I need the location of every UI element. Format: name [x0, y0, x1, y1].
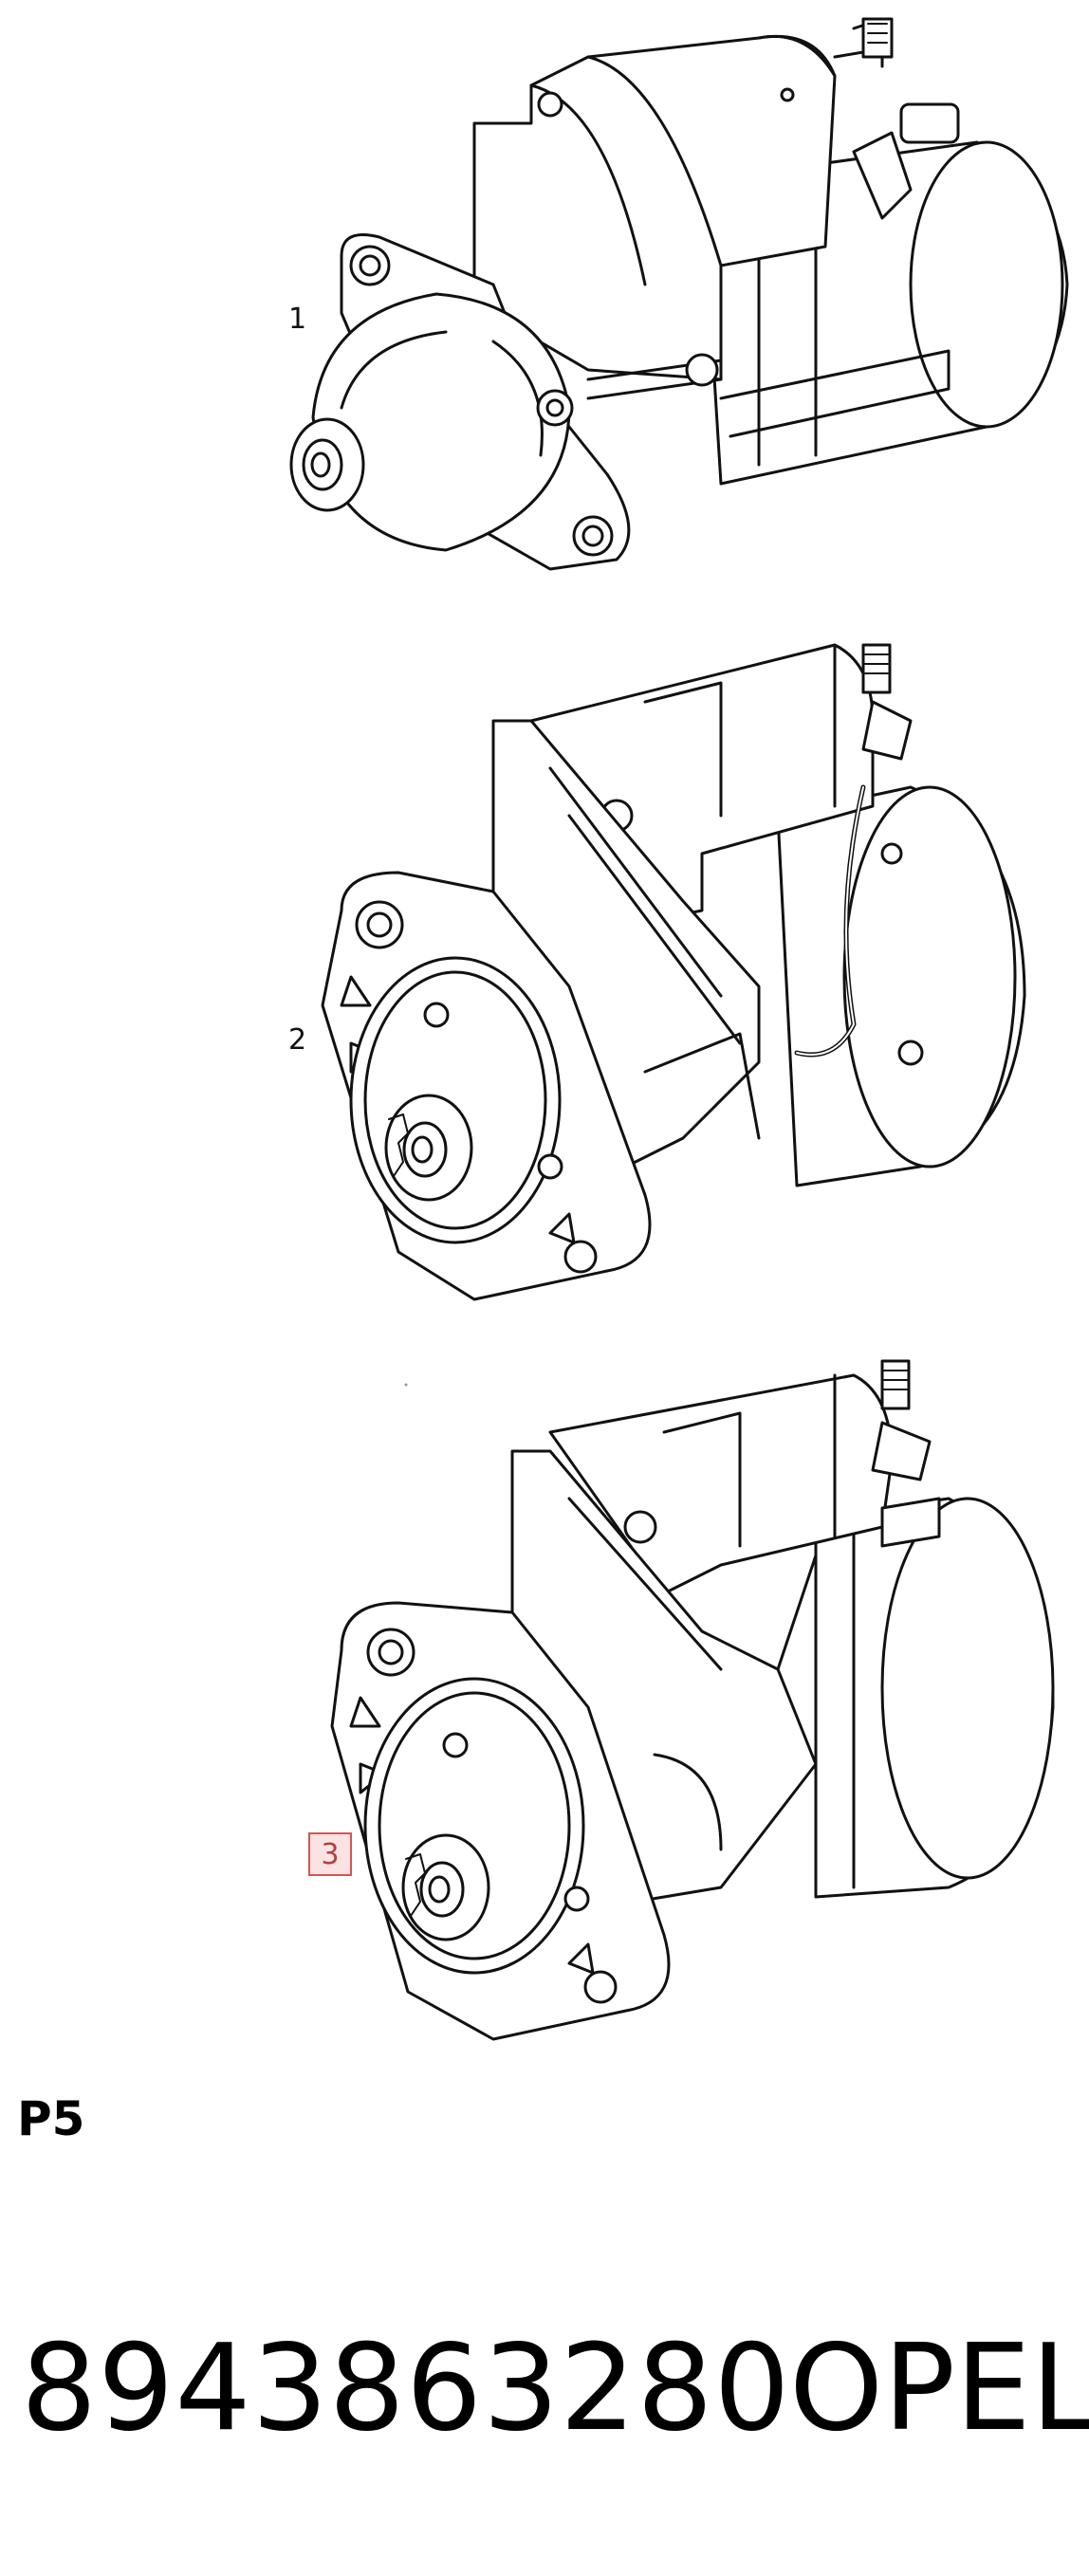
starter-motor-2	[321, 643, 1026, 1301]
starter-motor-1	[289, 17, 1069, 571]
part-number: 8943863280	[21, 2318, 791, 2457]
callout-item-2: 2	[288, 1023, 307, 1057]
callout-item-1: 1	[288, 303, 307, 336]
brand-name: OPEL	[789, 2318, 1089, 2457]
page-code: P5	[17, 2091, 85, 2146]
starter-motor-3	[330, 1359, 1055, 2041]
callout-item-3-highlighted[interactable]: 3	[308, 1832, 352, 1876]
